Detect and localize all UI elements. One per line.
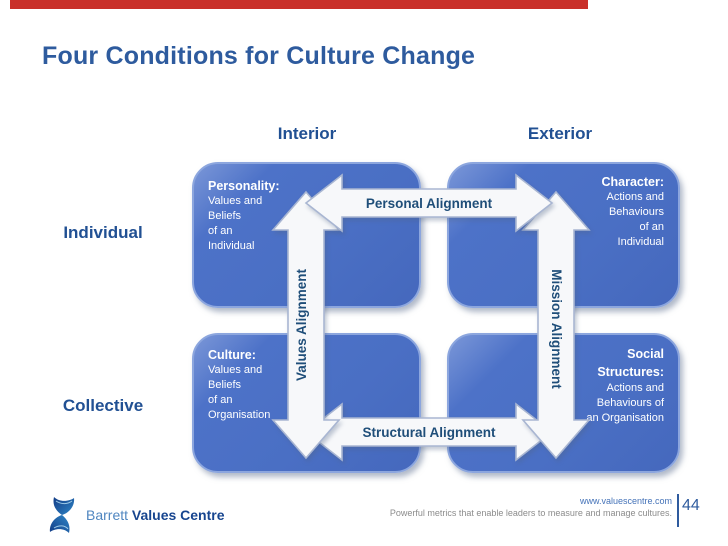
box-culture: Culture: Values and Beliefs of an Organi… bbox=[192, 333, 421, 473]
box-personality: Personality: Values and Beliefs of an In… bbox=[192, 162, 421, 308]
box-character-title: Character: bbox=[601, 175, 664, 189]
footer-tagline: Powerful metrics that enable leaders to … bbox=[389, 508, 672, 518]
box-line: Values and bbox=[208, 195, 263, 207]
box-line: of an bbox=[208, 394, 233, 406]
brand-word-barrett: Barrett bbox=[86, 507, 129, 523]
box-culture-title: Culture: bbox=[208, 348, 256, 362]
row-label-collective: Collective bbox=[62, 396, 144, 415]
row-label-individual: Individual bbox=[63, 223, 143, 242]
barrett-values-centre-logo: Barrett Values Centre bbox=[46, 493, 286, 537]
box-line: Beliefs bbox=[208, 379, 242, 391]
slide-title: Four Conditions for Culture Change bbox=[42, 42, 476, 70]
box-line: Behaviours of bbox=[596, 397, 664, 409]
column-header-interior: Interior bbox=[277, 124, 337, 143]
logo-swirl-icon bbox=[49, 497, 75, 533]
brand-word-values-centre: Values Centre bbox=[131, 507, 225, 523]
box-line: of an bbox=[208, 225, 233, 237]
box-line: Actions and bbox=[606, 382, 664, 394]
box-line: Actions and bbox=[606, 191, 664, 203]
box-line: Organisation bbox=[208, 409, 271, 421]
box-line: Individual bbox=[617, 236, 664, 248]
top-accent-bar bbox=[10, 0, 588, 9]
box-personality-title: Personality: bbox=[208, 179, 280, 193]
box-social-structures: Social Structures: Actions and Behaviour… bbox=[447, 333, 680, 473]
box-line: of an bbox=[639, 221, 664, 233]
footer-website-link[interactable]: www.valuescentre.com bbox=[579, 496, 672, 506]
box-line: Behaviours bbox=[608, 206, 664, 218]
column-header-exterior: Exterior bbox=[527, 124, 593, 143]
page-number: 44 bbox=[682, 497, 700, 514]
box-line: Values and bbox=[208, 364, 263, 376]
box-line: Individual bbox=[208, 240, 255, 252]
box-character: Character: Actions and Behaviours of an … bbox=[447, 162, 680, 308]
footer-divider bbox=[677, 494, 679, 527]
box-line: Beliefs bbox=[208, 210, 242, 222]
box-social-structures-title: Social Structures: bbox=[597, 347, 664, 379]
box-line: an Organisation bbox=[586, 412, 664, 424]
brand-name: Barrett Values Centre bbox=[86, 507, 225, 523]
